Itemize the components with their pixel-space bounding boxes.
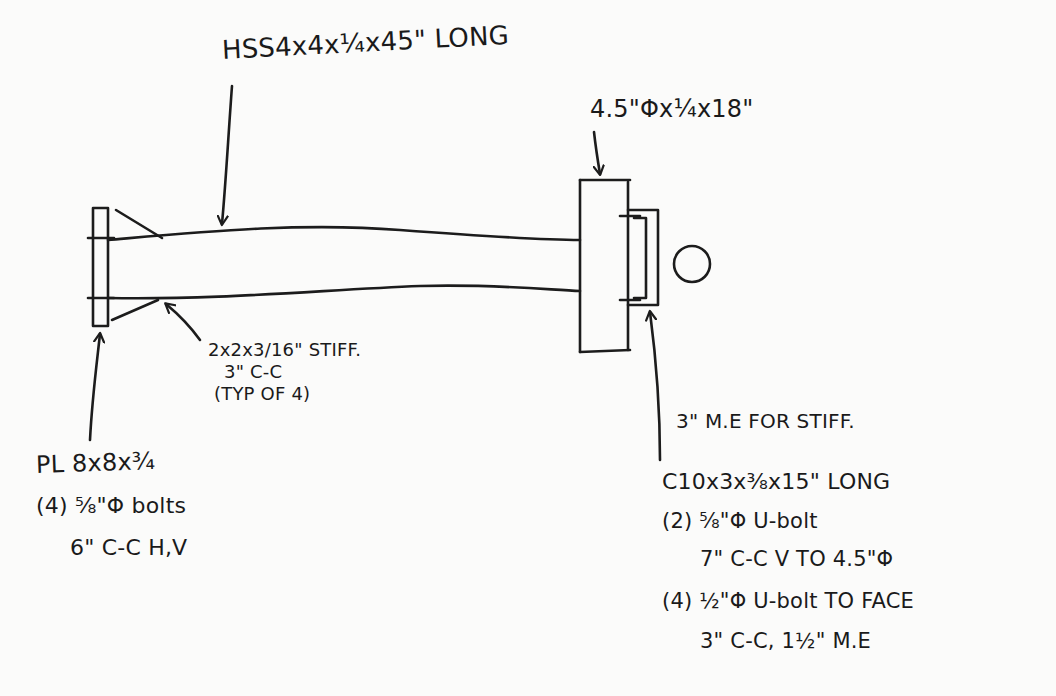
pipe [580, 179, 630, 182]
u-bolt [620, 215, 640, 218]
note-text: HSS4x4x¼x45" LONG [221, 21, 509, 65]
pipe [580, 350, 630, 352]
note-text: 6" C-C H,V [70, 536, 187, 560]
note-text: 3" M.E FOR STIFF. [676, 410, 855, 432]
hss-tube [108, 286, 580, 299]
u-bolt [620, 299, 640, 302]
note-text: C10x3x⅜x15" LONG [662, 470, 890, 494]
note-text: (4) ½"Φ U-bolt TO FACE [662, 590, 914, 613]
note-text: 7" C-C V TO 4.5"Φ [700, 548, 893, 571]
note-text: 3" C-C [224, 362, 282, 382]
channel [634, 218, 646, 298]
leader-line [222, 86, 232, 224]
note-text: 3" C-C, 1½" M.E [700, 630, 871, 653]
leader-line [594, 132, 600, 174]
leader-line [166, 304, 200, 340]
base-plate [93, 208, 108, 326]
pipe-section [674, 246, 710, 282]
note-text: PL 8x8x¾ [36, 448, 156, 479]
note-text: 4.5"Φx¼x18" [590, 96, 754, 122]
leader-line [650, 312, 660, 460]
note-text: (4) ⅝"Φ bolts [36, 494, 186, 518]
stiffener [116, 210, 162, 238]
pipe [579, 180, 582, 352]
note-text: 2x2x3/16" STIFF. [208, 340, 361, 360]
note-text: (2) ⅝"Φ U-bolt [662, 510, 818, 533]
note-text: (TYP OF 4) [214, 384, 310, 404]
hss-tube [108, 227, 580, 240]
stiffener [112, 300, 158, 320]
pipe [627, 182, 630, 350]
leader-line [90, 334, 100, 440]
channel [628, 210, 658, 305]
